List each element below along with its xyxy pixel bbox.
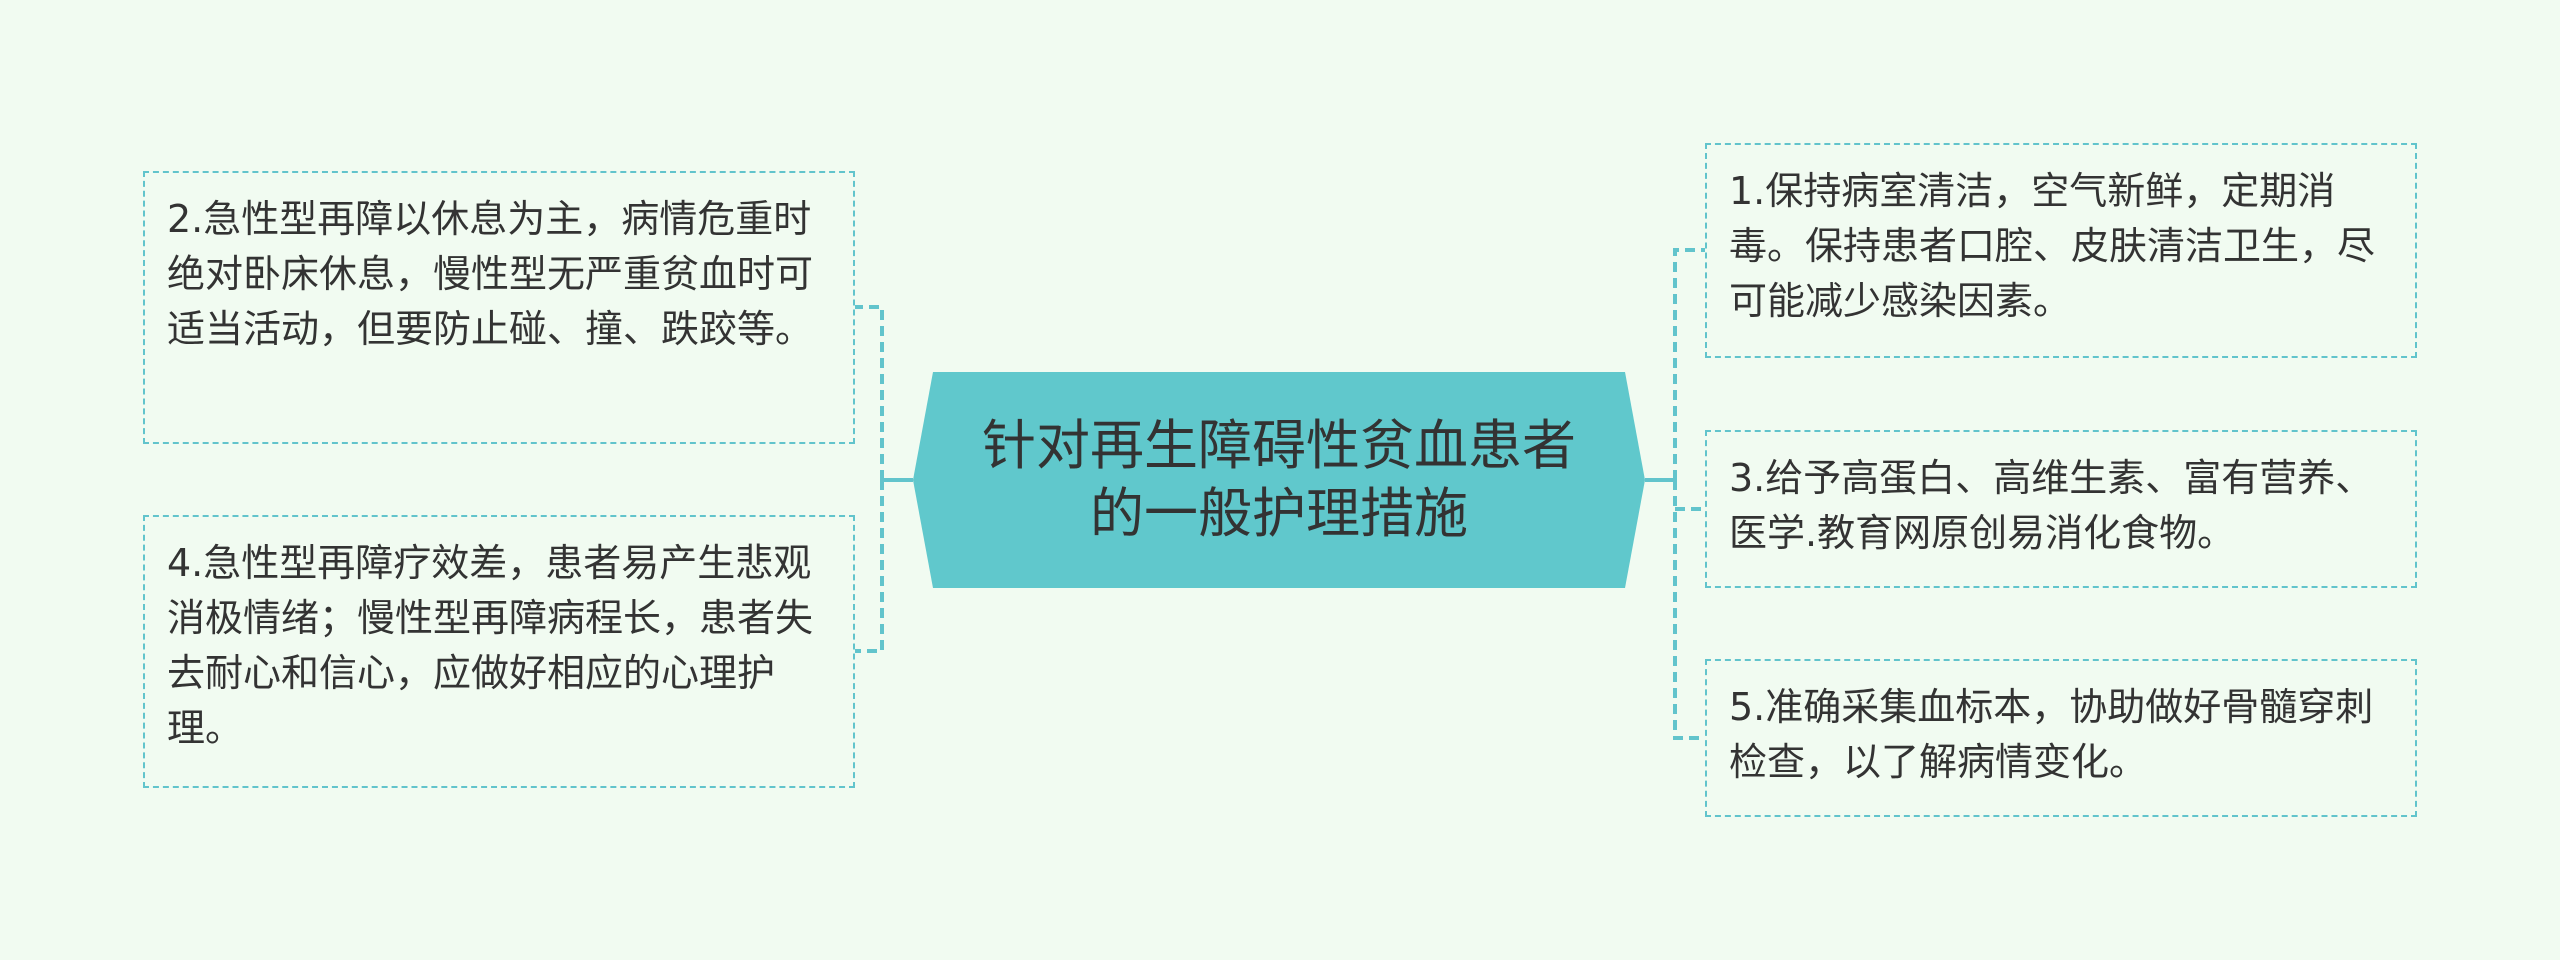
branch-node-4-text: 4.急性型再障疗效差，患者易产生悲观消极情绪；慢性型再障病程长，患者失去耐心和信… [167,541,814,750]
branch-node-2-text: 2.急性型再障以休息为主，病情危重时绝对卧床休息，慢性型无严重贫血时可适当活动，… [167,197,814,351]
branch-node-3-text: 3.给予高蛋白、高维生素、富有营养、医学.教育网原创易消化食物。 [1729,456,2374,555]
connector-to-n5 [1673,480,1705,740]
central-topic[interactable]: 针对再生障碍性贫血患者的一般护理措施 [913,372,1645,588]
connector-to-n1 [1673,248,1705,480]
branch-node-1[interactable]: 1.保持病室清洁，空气新鲜，定期消毒。保持患者口腔、皮肤清洁卫生，尽可能减少感染… [1705,143,2417,358]
central-topic-title: 针对再生障碍性贫血患者的一般护理措施 [982,414,1576,545]
branch-node-4[interactable]: 4.急性型再障疗效差，患者易产生悲观消极情绪；慢性型再障病程长，患者失去耐心和信… [143,515,855,788]
branch-node-2[interactable]: 2.急性型再障以休息为主，病情危重时绝对卧床休息，慢性型无严重贫血时可适当活动，… [143,171,855,444]
connector-to-n4 [855,480,884,653]
branch-node-5[interactable]: 5.准确采集血标本，协助做好骨髓穿刺检查，以了解病情变化。 [1705,659,2417,817]
connector-to-n2 [855,305,884,480]
branch-node-5-text: 5.准确采集血标本，协助做好骨髓穿刺检查，以了解病情变化。 [1729,685,2374,784]
central-topic-shape [913,372,1645,588]
branch-node-1-text: 1.保持病室清洁，空气新鲜，定期消毒。保持患者口腔、皮肤清洁卫生，尽可能减少感染… [1729,169,2376,323]
branch-node-3[interactable]: 3.给予高蛋白、高维生素、富有营养、医学.教育网原创易消化食物。 [1705,430,2417,588]
